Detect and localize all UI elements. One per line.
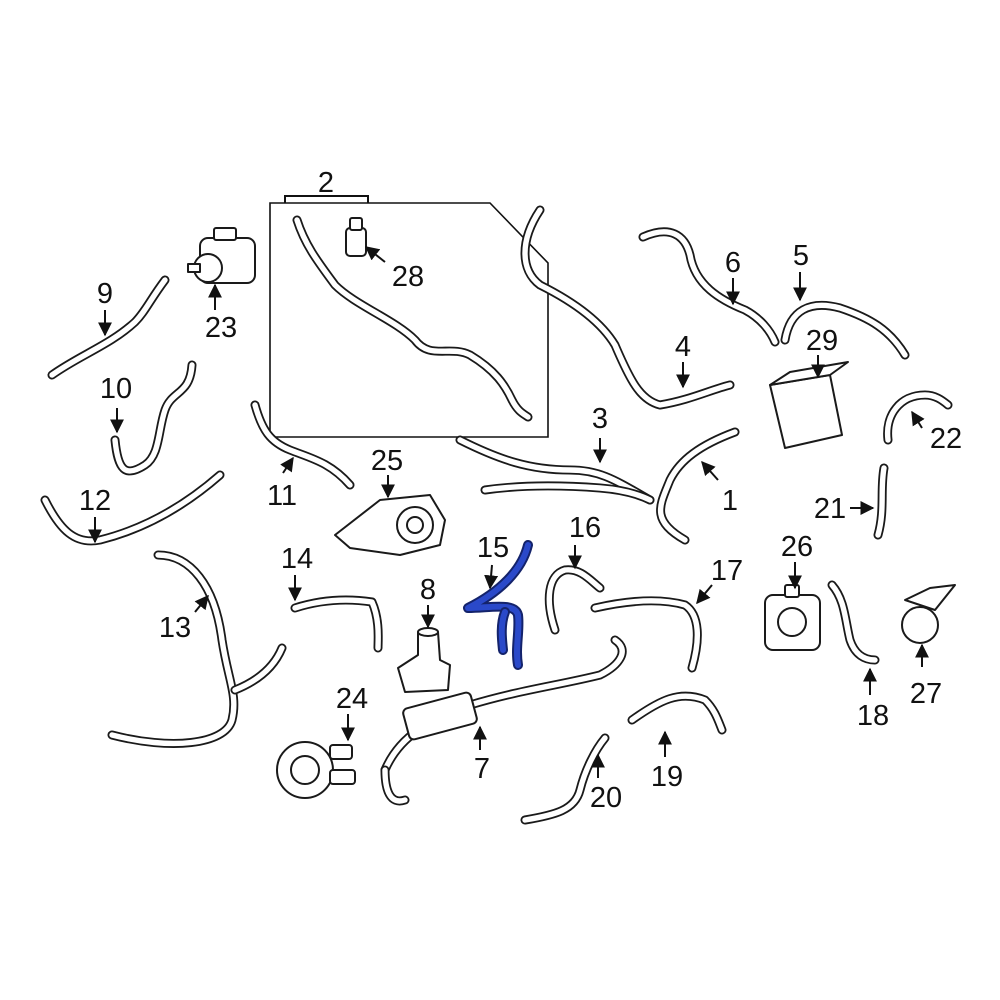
part-8-filter bbox=[397, 627, 451, 693]
part-3-hose bbox=[455, 435, 655, 505]
part-20-hose bbox=[520, 733, 610, 825]
callout-28: 28 bbox=[392, 261, 424, 293]
part-4-hose bbox=[520, 205, 735, 410]
callout-21: 21 bbox=[814, 493, 846, 525]
callout-23: 23 bbox=[205, 312, 237, 344]
callout-19: 19 bbox=[651, 761, 683, 793]
callout-7: 7 bbox=[474, 753, 490, 785]
callout-16: 16 bbox=[569, 512, 601, 544]
callout-17: 17 bbox=[711, 555, 743, 587]
callout-18: 18 bbox=[857, 700, 889, 732]
callout-8: 8 bbox=[420, 574, 436, 606]
part-19-hose bbox=[627, 691, 727, 735]
callout-2: 2 bbox=[318, 167, 334, 199]
part-12-hose bbox=[40, 470, 225, 546]
leader-arrows bbox=[88, 246, 929, 778]
callout-labels: 1 2 3 4 5 6 7 8 9 10 11 12 13 14 15 16 1… bbox=[79, 167, 962, 814]
part-25-pump bbox=[334, 494, 446, 556]
part-18-hose bbox=[827, 580, 880, 665]
part-13-hose bbox=[107, 550, 287, 748]
part-27-pump bbox=[901, 584, 956, 644]
callout-15: 15 bbox=[477, 532, 509, 564]
callout-5: 5 bbox=[793, 240, 809, 272]
callout-13: 13 bbox=[159, 612, 191, 644]
callout-26: 26 bbox=[781, 531, 813, 563]
part-2-hose bbox=[292, 215, 533, 422]
part-7-assembly bbox=[380, 635, 627, 806]
callout-12: 12 bbox=[79, 485, 111, 517]
callout-9: 9 bbox=[97, 278, 113, 310]
callout-11: 11 bbox=[267, 480, 297, 512]
group-box-2 bbox=[269, 202, 549, 438]
group-box-2-bracket bbox=[284, 195, 369, 203]
part-1-hose bbox=[656, 427, 740, 545]
callout-27: 27 bbox=[910, 678, 942, 710]
part-21-hose bbox=[873, 463, 889, 540]
part-14-hose bbox=[290, 595, 383, 653]
part-29-canister bbox=[769, 361, 849, 449]
part-17-hose bbox=[590, 596, 702, 673]
part-28-valve bbox=[345, 217, 367, 257]
part-10-hose bbox=[110, 360, 197, 476]
callout-6: 6 bbox=[725, 247, 741, 279]
callout-22: 22 bbox=[930, 423, 962, 455]
callout-29: 29 bbox=[806, 325, 838, 357]
part-15-hose-highlighted bbox=[463, 540, 533, 670]
callout-24: 24 bbox=[336, 683, 368, 715]
callout-14: 14 bbox=[281, 543, 313, 575]
callout-25: 25 bbox=[371, 445, 403, 477]
part-26-valve bbox=[764, 584, 821, 651]
part-5-hose bbox=[780, 300, 910, 360]
callout-4: 4 bbox=[675, 331, 691, 363]
callout-10: 10 bbox=[100, 373, 132, 405]
callout-20: 20 bbox=[590, 782, 622, 814]
part-11-hose bbox=[250, 400, 355, 490]
callout-3: 3 bbox=[592, 403, 608, 435]
part-6-hose bbox=[638, 227, 780, 347]
part-9-hose bbox=[47, 275, 170, 380]
part-23-pump bbox=[187, 227, 256, 284]
part-24-pump bbox=[276, 741, 356, 799]
callout-1: 1 bbox=[722, 485, 738, 517]
part-16-hose bbox=[544, 565, 605, 635]
part-22-hose bbox=[883, 390, 953, 445]
